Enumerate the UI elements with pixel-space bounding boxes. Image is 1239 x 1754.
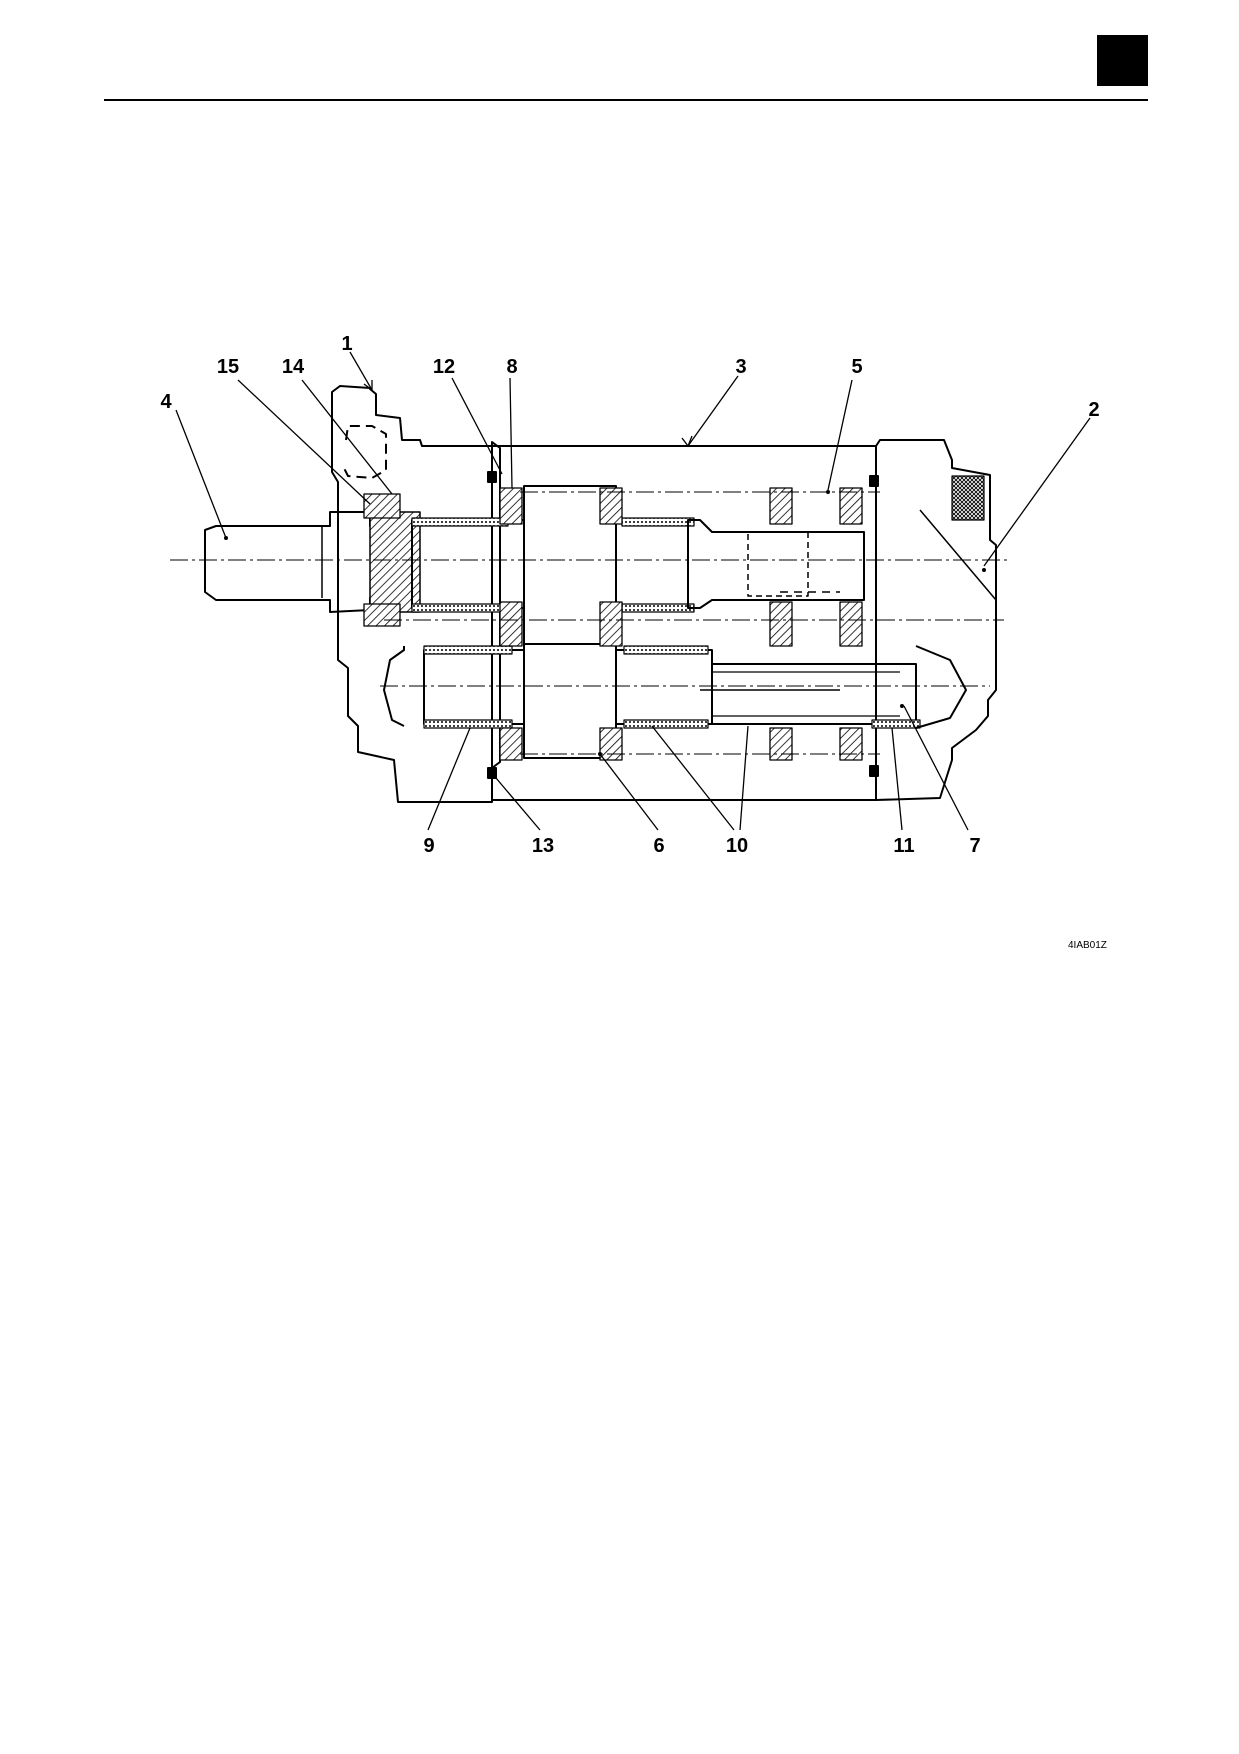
- callout-9: 9: [423, 835, 434, 857]
- leader-15: [237, 379, 371, 505]
- callout-6: 6: [653, 835, 664, 857]
- leader-3: [687, 375, 739, 447]
- leader-7: [903, 705, 969, 831]
- leader-11: [891, 727, 903, 831]
- leader-13: [495, 777, 541, 831]
- top-boss: [343, 425, 387, 479]
- leader-1: [349, 351, 373, 391]
- callout-4: 4: [160, 391, 172, 413]
- leader-9: [427, 727, 471, 831]
- leader-2: [983, 417, 1091, 567]
- callout-14: 14: [282, 356, 305, 378]
- callout-7: 7: [969, 835, 980, 857]
- callout-13: 13: [532, 835, 554, 857]
- rear-cover: [875, 439, 997, 801]
- leader-6: [599, 753, 659, 831]
- callout-10: 10: [726, 835, 748, 857]
- leader-4: [175, 409, 227, 539]
- header-rule: [104, 99, 1148, 101]
- callout-5: 5: [851, 356, 862, 378]
- callout-3: 3: [735, 356, 746, 378]
- callout-11: 11: [893, 835, 914, 857]
- leader-14: [301, 379, 393, 495]
- center-body: [491, 445, 877, 801]
- callout-15: 15: [217, 356, 239, 378]
- leader-10a: [651, 725, 735, 831]
- page-corner-tab: [1097, 35, 1148, 86]
- callout-2: 2: [1088, 399, 1099, 421]
- callout-8: 8: [506, 356, 517, 378]
- leader-12: [451, 377, 503, 475]
- callout-1: 1: [341, 333, 352, 355]
- leader-10b: [739, 725, 749, 831]
- leader-8: [509, 377, 513, 489]
- driven-shaft: [423, 649, 525, 725]
- callout-12: 12: [433, 356, 455, 378]
- leader-5: [827, 379, 853, 491]
- figure-code: 4IAB01Z: [1068, 940, 1107, 951]
- driven-gear: [523, 643, 617, 759]
